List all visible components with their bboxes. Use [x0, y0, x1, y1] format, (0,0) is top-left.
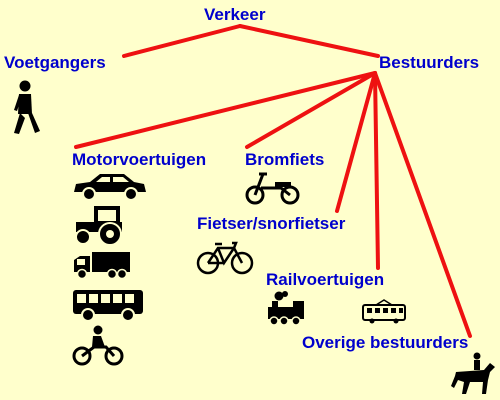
node-overige: Overige bestuurders — [302, 333, 469, 352]
node-railvoertuigen: Railvoertuigen — [266, 270, 385, 289]
pedestrian-icon — [14, 80, 40, 134]
moped-icon — [245, 172, 300, 205]
edge-bestuurders-bromfiets — [245, 71, 377, 149]
node-bestuurders: Bestuurders — [379, 53, 480, 72]
node-verkeer: Verkeer — [204, 5, 266, 24]
car-icon — [74, 174, 146, 201]
truck-icon — [74, 252, 130, 280]
edge-bestuurders-overige — [373, 71, 472, 338]
edge-bestuurders-railvoertuigen — [373, 71, 380, 270]
edge-bestuurders-motorvoertuigen — [74, 71, 377, 149]
motorcyclist-icon — [72, 325, 124, 366]
horse-rider-icon — [451, 352, 495, 394]
edge-verkeer-voetgangers — [122, 24, 242, 58]
edge-bestuurders-fietser — [335, 71, 377, 213]
node-bromfiets: Bromfiets — [245, 150, 325, 169]
node-voetgangers: Voetgangers — [4, 53, 106, 72]
edge-verkeer-bestuurders — [238, 24, 380, 58]
node-fietser: Fietser/snorfietser — [197, 214, 346, 233]
tram-icon — [362, 299, 406, 324]
node-motorvoertuigen: Motorvoertuigen — [72, 150, 207, 169]
tractor-icon — [75, 206, 122, 246]
bicycle-icon — [196, 241, 254, 275]
steam-train-icon — [268, 291, 304, 326]
bus-icon — [73, 290, 143, 322]
